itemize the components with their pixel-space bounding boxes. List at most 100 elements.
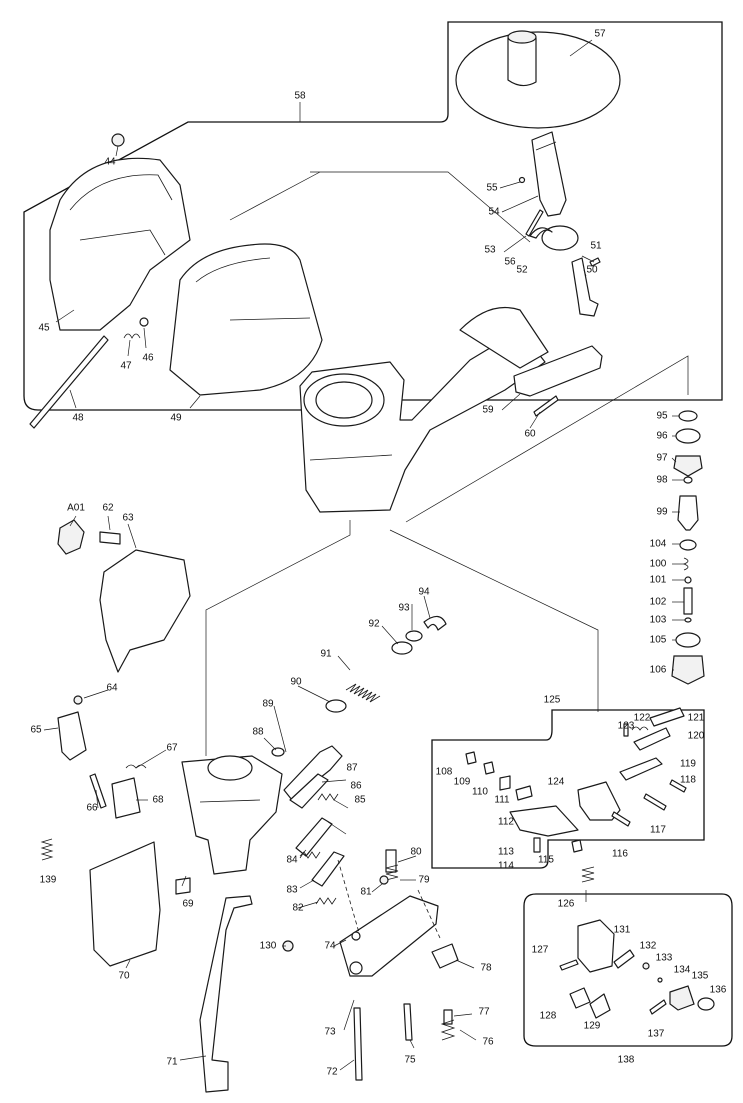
callout-72: 72 — [326, 1067, 338, 1078]
callout-137: 137 — [648, 1029, 665, 1040]
callout-A01: A01 — [67, 503, 85, 514]
part-52-56-rings — [529, 225, 579, 251]
part-45-cover — [49, 157, 191, 331]
part-66-pin — [89, 773, 107, 809]
callout-121: 121 — [688, 713, 705, 724]
part-48-rod — [29, 335, 109, 429]
part-59-bracket — [513, 345, 603, 397]
part-65-latch — [57, 711, 87, 761]
callout-71: 71 — [166, 1057, 178, 1068]
callout-84: 84 — [286, 855, 298, 866]
part-67-spring — [125, 764, 147, 769]
callout-59: 59 — [482, 405, 494, 416]
part-47-spring — [123, 333, 141, 339]
callout-100: 100 — [650, 559, 667, 570]
part-123-pin — [623, 723, 629, 737]
part-82-spring — [315, 897, 337, 905]
group-138-frame — [523, 893, 733, 1047]
callout-83: 83 — [286, 885, 298, 896]
callout-115: 115 — [538, 855, 554, 866]
part-79-spring — [385, 864, 399, 881]
callout-65: 65 — [30, 725, 42, 736]
part-83-lever — [311, 851, 345, 887]
callout-82: 82 — [292, 903, 304, 914]
part-124-body — [577, 781, 621, 821]
callout-127: 127 — [532, 945, 549, 956]
callout-68: 68 — [152, 795, 164, 806]
callout-89: 89 — [262, 699, 274, 710]
callout-109: 109 — [454, 777, 471, 788]
part-136-oring — [697, 997, 715, 1011]
callout-47: 47 — [120, 361, 132, 372]
callout-104: 104 — [650, 539, 667, 550]
part-69-screw — [175, 877, 191, 895]
leader-lines — [43, 39, 685, 1071]
callout-131: 131 — [614, 925, 631, 936]
callout-44: 44 — [104, 157, 116, 168]
callout-125: 125 — [544, 695, 561, 706]
part-70-guard — [89, 841, 161, 967]
callout-78: 78 — [480, 963, 492, 974]
part-117-pin — [643, 793, 667, 811]
head-housing — [181, 755, 283, 875]
part-119-lever — [619, 757, 663, 781]
callout-108: 108 — [436, 767, 453, 778]
part-118-pin — [669, 779, 687, 793]
part-110-clip — [499, 775, 511, 791]
callout-57: 57 — [594, 29, 606, 40]
part-127-pin — [559, 959, 579, 971]
part-81-ring — [379, 875, 389, 885]
callout-53: 53 — [484, 245, 496, 256]
part-68-latch — [111, 777, 141, 819]
callout-96: 96 — [656, 431, 668, 442]
callout-56: 56 — [504, 257, 516, 268]
part-72-pin — [353, 1007, 363, 1081]
callout-122: 122 — [634, 713, 651, 724]
callout-81: 81 — [360, 887, 372, 898]
callout-90: 90 — [290, 677, 302, 688]
callout-106: 106 — [650, 665, 667, 676]
callout-102: 102 — [650, 597, 667, 608]
part-94-clip — [423, 615, 447, 631]
callout-93: 93 — [398, 603, 410, 614]
callout-113: 113 — [498, 847, 514, 858]
callout-74: 74 — [324, 941, 336, 952]
part-78-block — [431, 943, 459, 969]
group-125-frame — [431, 709, 705, 869]
callout-86: 86 — [350, 781, 362, 792]
valve-stack — [671, 410, 705, 685]
part-128-cap — [569, 987, 591, 1009]
callout-79: 79 — [418, 875, 430, 886]
part-131-block — [577, 919, 615, 973]
part-90-oring — [325, 699, 347, 713]
callout-54: 54 — [488, 207, 500, 218]
callout-49: 49 — [170, 413, 182, 424]
callout-87: 87 — [346, 763, 358, 774]
callout-133: 133 — [656, 953, 673, 964]
part-85-lever — [295, 817, 333, 857]
part-115-cap — [571, 839, 583, 853]
callout-77: 77 — [478, 1007, 490, 1018]
part-111-link — [515, 785, 533, 801]
part-135-knob — [669, 985, 695, 1011]
part-132-bolt — [613, 949, 635, 969]
callout-91: 91 — [320, 649, 332, 660]
part-137-pin — [649, 999, 667, 1015]
callout-110: 110 — [472, 787, 488, 798]
callout-75: 75 — [404, 1055, 416, 1066]
part-92-washer — [391, 641, 413, 655]
part-112-plate — [509, 805, 579, 837]
callout-95: 95 — [656, 411, 668, 422]
callout-46: 46 — [142, 353, 154, 364]
callout-116: 116 — [612, 849, 628, 860]
callout-52: 52 — [516, 265, 528, 276]
callout-66: 66 — [86, 803, 98, 814]
callout-50: 50 — [586, 265, 598, 276]
callout-60: 60 — [524, 429, 536, 440]
tool-body — [299, 306, 549, 513]
callout-124: 124 — [548, 777, 565, 788]
part-109-nut — [483, 761, 495, 775]
callout-80: 80 — [410, 847, 422, 858]
callout-135: 135 — [692, 971, 709, 982]
part-86-spring — [317, 793, 339, 801]
